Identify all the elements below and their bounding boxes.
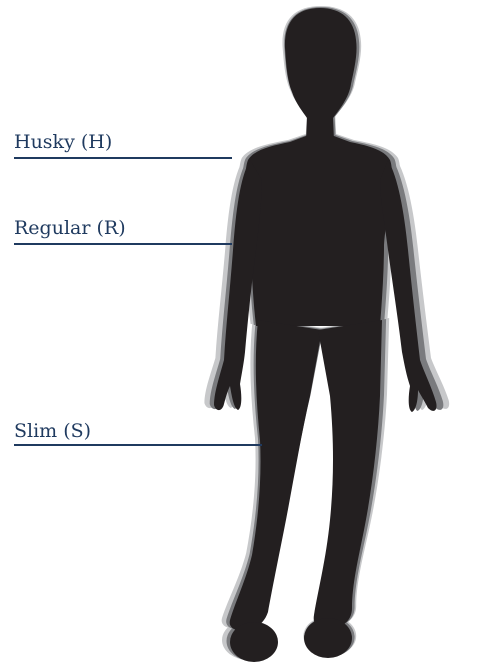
slim-label: Slim (S)	[14, 422, 91, 441]
regular-label: Regular (R)	[14, 219, 126, 238]
husky-label: Husky (H)	[14, 133, 112, 152]
